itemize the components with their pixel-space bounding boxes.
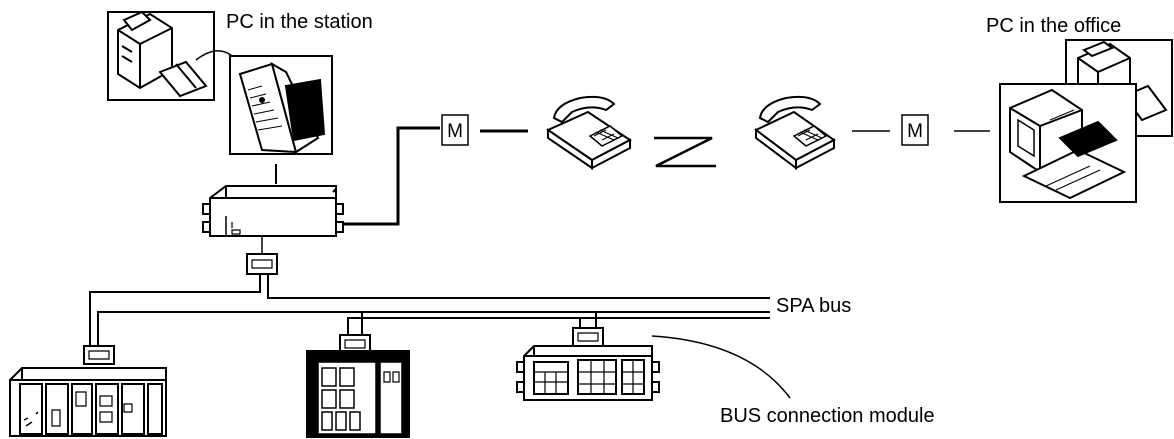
- printer-icon: [108, 12, 214, 100]
- laptop-icon: [230, 56, 332, 154]
- spa-bus-label: SPA bus: [776, 295, 852, 317]
- modem-label: M: [907, 121, 923, 142]
- bus-module-pointer: [652, 336, 790, 398]
- bus-connection-module-icon: [573, 328, 603, 346]
- modem-line-1: [343, 128, 440, 224]
- data-communication-unit-icon: [203, 186, 343, 236]
- bus-module-label: BUS connection module: [720, 405, 935, 427]
- pc-office-label: PC in the office: [986, 15, 1122, 37]
- spa-bus-inner-1: [98, 312, 770, 346]
- telephone-icon: [756, 97, 834, 168]
- modem-icon: M: [442, 115, 468, 145]
- office-pc-icon: [1000, 40, 1172, 202]
- pc-station-label: PC in the station: [226, 11, 373, 33]
- modem-icon: M: [902, 115, 928, 145]
- telephone-icon: [548, 97, 630, 168]
- bus-connection-module-icon: [247, 254, 277, 274]
- telephone-link-icon: [654, 138, 716, 166]
- relay-rack-icon: [10, 368, 166, 436]
- modem-label: M: [447, 121, 463, 142]
- relay-panel-icon: [306, 350, 410, 438]
- spa-bus-outer-top: [90, 274, 260, 346]
- spa-bus-drop-2: [348, 318, 770, 340]
- spa-bus-outer-bottom: [268, 274, 770, 298]
- bus-connection-module-icon: [84, 346, 114, 364]
- relay-rack-icon: [517, 346, 659, 400]
